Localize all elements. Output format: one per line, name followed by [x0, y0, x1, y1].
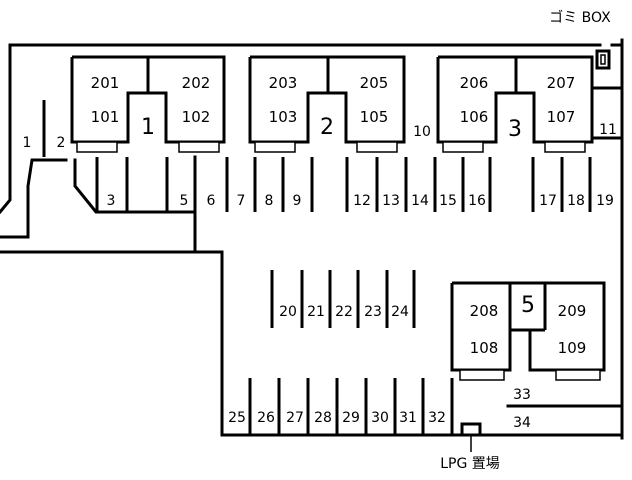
building-5: 208 108 209 109 5	[450, 281, 606, 381]
garbage-box: ゴミ BOX	[549, 9, 611, 70]
parking-space-28: 28	[314, 410, 332, 426]
unit-201: 201	[91, 74, 120, 92]
unit-207: 207	[547, 74, 576, 92]
parking-space-18: 18	[567, 193, 585, 209]
parking-space-2: 2	[57, 135, 66, 151]
unit-209: 209	[558, 302, 587, 320]
building-2: 203 103 205 105 2	[248, 55, 406, 153]
parking-space-31: 31	[399, 410, 417, 426]
parking-space-11: 11	[599, 122, 617, 138]
parking-space-6: 6	[207, 193, 216, 209]
parking-space-3: 3	[107, 193, 116, 209]
building-number-3: 3	[508, 117, 522, 142]
parking-space-1: 1	[23, 135, 32, 151]
unit-109: 109	[558, 339, 587, 357]
parking-space-27: 27	[286, 410, 304, 426]
building-number-2: 2	[320, 115, 334, 140]
parking-space-20: 20	[279, 304, 297, 320]
parking-space-14: 14	[411, 193, 429, 209]
parking-space-30: 30	[371, 410, 389, 426]
parking-space-19: 19	[596, 193, 614, 209]
building-1: 201 101 202 102 1	[70, 55, 226, 153]
garbage-box-label: ゴミ BOX	[549, 9, 611, 26]
unit-102: 102	[182, 108, 211, 126]
parking-space-22: 22	[335, 304, 353, 320]
unit-106: 106	[460, 108, 489, 126]
unit-107: 107	[547, 108, 576, 126]
parking-space-23: 23	[364, 304, 382, 320]
parking-space-26: 26	[257, 410, 275, 426]
parking-space-13: 13	[382, 193, 400, 209]
building-number-1: 1	[141, 115, 155, 140]
parking-space-33: 33	[513, 387, 531, 403]
building-number-5: 5	[521, 293, 535, 318]
parking-space-8: 8	[265, 193, 274, 209]
unit-108: 108	[470, 339, 499, 357]
parking-space-21: 21	[307, 304, 325, 320]
unit-205: 205	[360, 74, 389, 92]
parking-space-34: 34	[513, 415, 531, 431]
parking-space-24: 24	[391, 304, 409, 320]
parking-space-7: 7	[237, 193, 246, 209]
parking-space-25: 25	[228, 410, 246, 426]
parking-space-32: 32	[428, 410, 446, 426]
unit-103: 103	[269, 108, 298, 126]
building-3: 206 106 207 107 3	[436, 55, 594, 153]
parking-space-9: 9	[293, 193, 302, 209]
parking-space-16: 16	[468, 193, 486, 209]
parking-space-17: 17	[539, 193, 557, 209]
unit-101: 101	[91, 108, 120, 126]
unit-203: 203	[269, 74, 298, 92]
unit-105: 105	[360, 108, 389, 126]
lpg-storage-label: LPG 置場	[440, 456, 500, 472]
unit-208: 208	[470, 302, 499, 320]
unit-206: 206	[460, 74, 489, 92]
lpg-storage: LPG 置場	[440, 422, 500, 472]
parking-space-5: 5	[180, 193, 189, 209]
parking-space-15: 15	[439, 193, 457, 209]
parking-space-labels: 1 2 3 5 6 7 8 9 10 11 12 13 14 15 16 17 …	[23, 122, 617, 431]
unit-202: 202	[182, 74, 211, 92]
parking-space-29: 29	[342, 410, 360, 426]
parking-dividers	[42, 100, 592, 435]
parking-space-12: 12	[353, 193, 371, 209]
parking-space-10: 10	[413, 124, 431, 140]
site-boundary	[0, 38, 624, 440]
